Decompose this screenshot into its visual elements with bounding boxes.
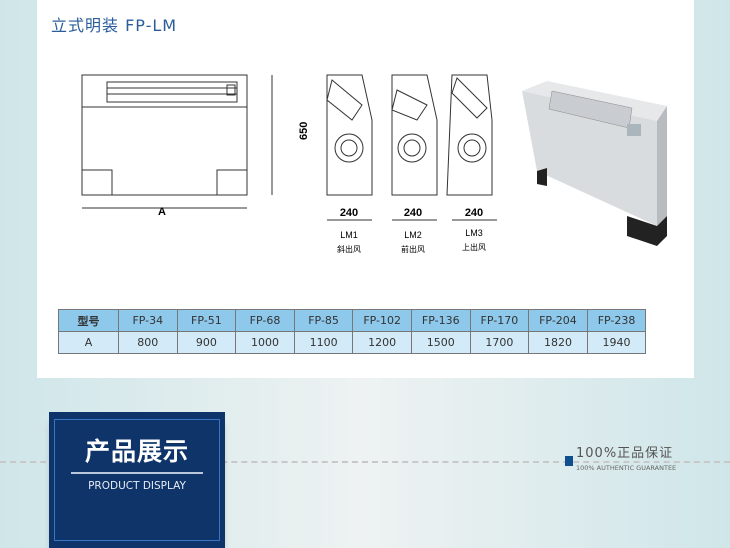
- spec-table: 型号 FP-34 FP-51 FP-68 FP-85 FP-102 FP-136…: [58, 309, 647, 354]
- section-title: 产品展示: [84, 437, 189, 466]
- model-cell: FP-34: [118, 309, 178, 332]
- variant-desc: 前出风: [401, 244, 425, 254]
- value-cell: 1100: [293, 331, 354, 354]
- value-cell: 1820: [528, 331, 588, 354]
- guarantee-title: 100%正品保证: [576, 446, 674, 461]
- value-cell: 1700: [469, 331, 530, 354]
- value-cell: 1940: [586, 331, 647, 354]
- table-row: 型号 FP-34 FP-51 FP-68 FP-85 FP-102 FP-136…: [58, 309, 647, 332]
- variant-code: LM3: [465, 228, 483, 238]
- value-cell: 1200: [352, 331, 412, 354]
- depth-label: 240: [465, 207, 483, 219]
- model-cell: FP-51: [176, 309, 237, 332]
- guarantee-subtitle: 100% AUTHENTIC GUARANTEE: [576, 464, 677, 472]
- value-cell: 1000: [235, 331, 295, 354]
- row-label: A: [58, 331, 119, 354]
- page-title: 立式明装 FP-LM: [51, 16, 178, 35]
- square-marker-icon: [565, 456, 573, 466]
- value-cell: 1500: [410, 331, 471, 354]
- value-cell: 900: [176, 331, 237, 354]
- value-cell: 800: [118, 331, 178, 354]
- table-row: A 800 900 1000 1100 1200 1500 1700 1820 …: [58, 331, 647, 354]
- dashed-divider: [0, 461, 730, 463]
- depth-label: 240: [340, 207, 358, 219]
- model-cell: FP-136: [410, 309, 471, 332]
- guarantee: 100%正品保证 100% AUTHENTIC GUARANTEE: [576, 442, 676, 472]
- variant-code: LM1: [340, 230, 358, 240]
- model-cell: FP-85: [293, 309, 354, 332]
- depth-label: 240: [404, 207, 422, 219]
- model-cell: FP-204: [528, 309, 588, 332]
- width-label: A: [158, 206, 166, 218]
- variant-code: LM2: [404, 230, 422, 240]
- height-label: 650: [298, 122, 310, 140]
- section-subtitle: PRODUCT DISPLAY: [88, 480, 186, 492]
- variant-desc: 斜出风: [337, 244, 361, 254]
- header-label: 型号: [58, 309, 119, 332]
- dimension-drawing: A 650 240 240 240 LM1 斜出风 LM2 前出风 LM3 上出…: [81, 74, 497, 254]
- model-cell: FP-238: [586, 309, 647, 332]
- variant-desc: 上出风: [462, 242, 486, 252]
- model-cell: FP-170: [469, 309, 530, 332]
- product-photo: [522, 81, 667, 246]
- divider: [71, 472, 203, 474]
- model-cell: FP-68: [235, 309, 295, 332]
- model-cell: FP-102: [352, 309, 412, 332]
- section-badge: 产品展示 PRODUCT DISPLAY: [49, 412, 225, 548]
